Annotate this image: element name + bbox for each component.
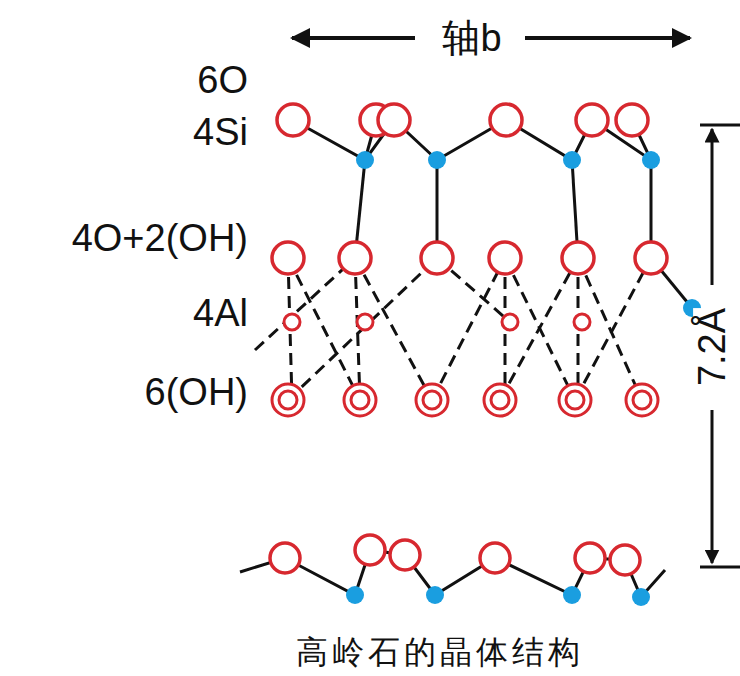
next-layer — [240, 535, 665, 606]
silicon-atoms — [356, 151, 701, 317]
layer-label: 6(OH) — [145, 373, 248, 411]
aluminium-atoms — [284, 314, 590, 330]
layer-label: 6O — [197, 61, 248, 99]
layer-label: 4O+2(OH) — [72, 219, 248, 257]
hydroxyl-groups — [272, 384, 658, 416]
dimension-label: 7.2Å — [693, 308, 731, 386]
layer-label: 4Si — [193, 113, 248, 151]
oxygen-atoms — [272, 104, 667, 274]
octahedral-bonds — [255, 258, 660, 400]
caption: 高岭石的晶体结构 — [296, 636, 584, 668]
layer-label: 4Al — [193, 294, 248, 332]
axis-label: 轴b — [440, 19, 503, 57]
